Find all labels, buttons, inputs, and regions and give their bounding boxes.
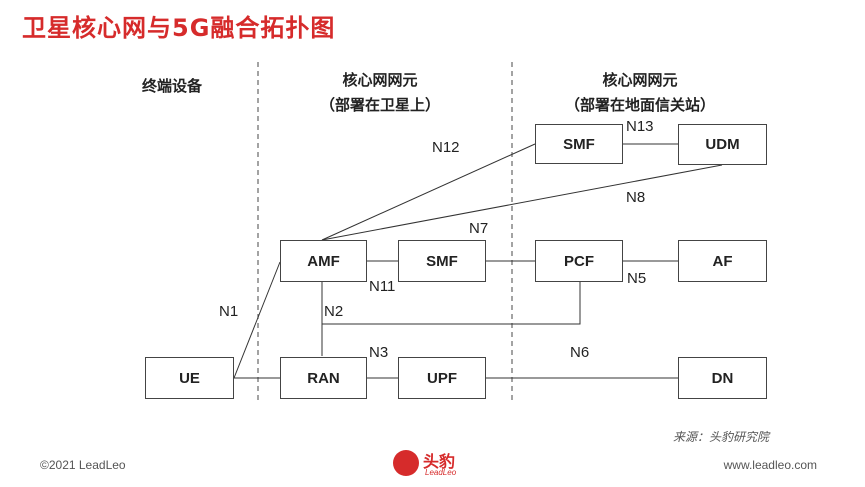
website-link[interactable]: www.leadleo.com bbox=[723, 458, 817, 472]
node-smf-ground: SMF bbox=[535, 124, 623, 164]
column-ground-heading-line1: 核心网网元 bbox=[602, 71, 678, 89]
node-af: AF bbox=[678, 240, 767, 282]
label-n2: N2 bbox=[324, 303, 344, 320]
label-n12: N12 bbox=[432, 139, 460, 156]
column-satellite-heading-line1: 核心网网元 bbox=[342, 71, 418, 89]
column-ground-heading-line2: （部署在地面信关站） bbox=[564, 96, 715, 114]
page-title: 卫星核心网与5G融合拓扑图 bbox=[22, 14, 336, 42]
node-udm: UDM bbox=[678, 124, 767, 165]
label-n8: N8 bbox=[626, 189, 646, 206]
brand-logo: 头豹 LeadLeo bbox=[393, 446, 473, 482]
link-n1 bbox=[233, 261, 281, 379]
source-note: 来源：头豹研究院 bbox=[672, 430, 769, 444]
node-ue: UE bbox=[145, 357, 234, 399]
node-ran: RAN bbox=[280, 357, 367, 399]
label-n5: N5 bbox=[627, 270, 647, 287]
node-pcf: PCF bbox=[535, 240, 623, 282]
link-n12 bbox=[321, 143, 536, 241]
label-n3: N3 bbox=[369, 344, 389, 361]
node-upf: UPF bbox=[398, 357, 486, 399]
logo-subtext: LeadLeo bbox=[425, 468, 457, 477]
logo-text: 头豹 bbox=[423, 452, 456, 471]
link-amf-pcf bbox=[322, 282, 581, 325]
node-dn: DN bbox=[678, 357, 767, 399]
label-n6: N6 bbox=[570, 344, 590, 361]
node-smf-satellite: SMF bbox=[398, 240, 486, 282]
leopard-icon bbox=[393, 450, 419, 476]
column-terminal-heading: 终端设备 bbox=[141, 77, 202, 95]
column-satellite-heading-line2: （部署在卫星上） bbox=[319, 96, 440, 114]
label-n7: N7 bbox=[469, 220, 489, 237]
label-n13: N13 bbox=[626, 118, 654, 135]
node-amf: AMF bbox=[280, 240, 367, 282]
copyright-text: ©2021 LeadLeo bbox=[40, 458, 126, 472]
label-n11: N11 bbox=[369, 278, 396, 295]
label-n1: N1 bbox=[219, 303, 239, 320]
link-n8 bbox=[321, 164, 723, 241]
